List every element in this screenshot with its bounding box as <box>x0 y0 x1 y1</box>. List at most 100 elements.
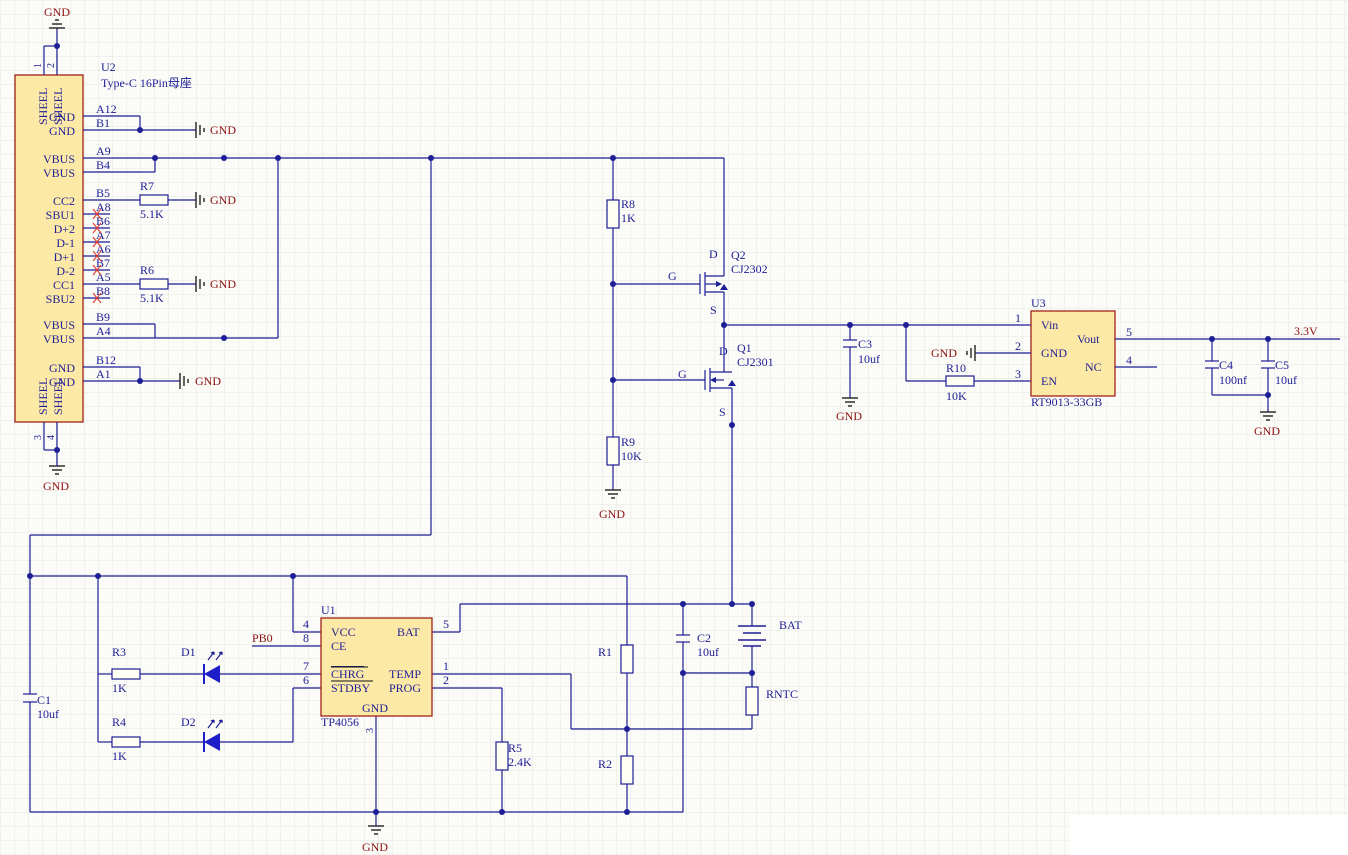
rntc-thermistor[interactable]: RNTC <box>745 686 798 716</box>
c3-capacitor[interactable]: C3 10uf <box>843 337 880 366</box>
u2-pin-name: GND <box>49 361 75 375</box>
gnd-symbol-u3: GND <box>931 344 976 362</box>
r2-ref: R2 <box>598 757 612 771</box>
r10-resistor[interactable]: R10 10K <box>945 361 975 403</box>
r2-resistor[interactable]: R2 <box>598 755 634 785</box>
r4-resistor[interactable]: R4 1K <box>111 715 141 763</box>
u2-pin-num: B9 <box>96 310 110 324</box>
q1-s-label: S <box>719 405 726 419</box>
d2-led[interactable]: D2 <box>181 715 223 752</box>
u3-pin-name: Vout <box>1077 332 1100 346</box>
c2-capacitor[interactable]: C2 10uf <box>676 631 719 659</box>
u2-pin-name: SBU1 <box>46 208 75 222</box>
c1-capacitor[interactable]: C1 10uf <box>23 693 59 721</box>
gnd-symbol-u2-b1: GND <box>195 121 236 139</box>
r8-resistor[interactable]: R8 1K <box>606 197 636 229</box>
u3-value: RT9013-33GB <box>1031 395 1102 409</box>
c1-ref: C1 <box>37 693 51 707</box>
r1-ref: R1 <box>598 645 612 659</box>
gnd-symbol-r7: GND <box>195 191 236 209</box>
c3-value: 10uf <box>858 352 880 366</box>
u3-pin-num: 4 <box>1126 353 1132 367</box>
u3-pin-name: Vin <box>1041 318 1058 332</box>
u2-pin-num: A9 <box>96 144 111 158</box>
u1-pin-num: 1 <box>443 659 449 673</box>
q1-g-label: G <box>678 367 687 381</box>
u2-pin-name: GND <box>49 375 75 389</box>
u1-ref: U1 <box>321 603 336 617</box>
rntc-ref: RNTC <box>766 687 798 701</box>
r6-resistor[interactable]: R6 5.1K <box>139 263 196 305</box>
u3-pin-name: GND <box>1041 346 1067 360</box>
u2-pin-name: SBU2 <box>46 292 75 306</box>
gnd-symbol-u2-bottom: GND <box>43 458 69 493</box>
u2-pin-name: VBUS <box>43 332 75 346</box>
net-label-3v3: 3.3V <box>1294 324 1318 338</box>
r3-resistor[interactable]: R3 1K <box>111 645 141 695</box>
u2-connector[interactable]: U2 Type-C 16Pin母座 SHEEL SHEEL SHEEL SHEE… <box>14 28 224 458</box>
u1-pin-num: 6 <box>303 673 309 687</box>
u2-body <box>14 74 84 423</box>
svg-text:GND: GND <box>1254 424 1280 438</box>
r7-resistor[interactable]: R7 5.1K <box>139 179 196 221</box>
c2-value: 10uf <box>697 645 719 659</box>
r7-ref: R7 <box>140 179 154 193</box>
q2-mosfet[interactable]: D G S Q2 CJ2302 <box>668 247 768 325</box>
c3-ref: C3 <box>858 337 872 351</box>
svg-text:GND: GND <box>210 123 236 137</box>
u1-pin-name: CE <box>331 639 346 653</box>
r5-value: 2.4K <box>508 755 532 769</box>
u2-pin-name: CC1 <box>53 278 75 292</box>
gnd-symbol-c3: GND <box>836 397 862 423</box>
no-connect-marks <box>92 208 102 304</box>
vbus-net <box>29 157 725 812</box>
u1-pin-num: 2 <box>443 673 449 687</box>
u2-pin-name: GND <box>49 124 75 138</box>
u3-pin-name: NC <box>1085 360 1102 374</box>
d1-ref: D1 <box>181 645 196 659</box>
c4-value: 100nf <box>1219 373 1247 387</box>
u2-desc: Type-C 16Pin母座 <box>101 75 192 90</box>
u1-tp4056[interactable]: U1 TP4056 VCC CE CHRG STDBY BAT TEMP PRO… <box>303 603 449 733</box>
r1-resistor[interactable]: R1 <box>598 644 634 674</box>
q2-d-label: D <box>709 247 718 261</box>
u1-pin-name: TEMP <box>389 667 421 681</box>
battery[interactable]: BAT <box>738 618 802 647</box>
gnd-symbol-u2-a1: GND <box>179 372 221 390</box>
u2-pin-leads <box>83 115 224 382</box>
c2-ref: C2 <box>697 631 711 645</box>
c5-ref: C5 <box>1275 358 1289 372</box>
gnd-symbol-c5: GND <box>1254 411 1280 438</box>
r9-ref: R9 <box>621 435 635 449</box>
u2-pin-num: B5 <box>96 186 110 200</box>
d2-ref: D2 <box>181 715 196 729</box>
u2-shell-pin-3: 3 <box>33 435 44 440</box>
svg-text:GND: GND <box>43 479 69 493</box>
u1-pin-name: PROG <box>389 681 421 695</box>
d1-led[interactable]: D1 <box>181 645 223 684</box>
r6-ref: R6 <box>140 263 154 277</box>
u3-ldo[interactable]: U3 RT9013-33GB Vin GND EN Vout NC 1 2 3 … <box>975 296 1340 409</box>
r5-resistor[interactable]: R5 2.4K <box>495 741 532 771</box>
c4-capacitor[interactable]: C4 100nf <box>1205 358 1247 387</box>
r10-value: 10K <box>946 389 967 403</box>
u2-pin-num: B4 <box>96 158 110 172</box>
u1-pin-name: BAT <box>397 625 420 639</box>
svg-text:GND: GND <box>195 374 221 388</box>
q2-ref: Q2 <box>731 248 746 262</box>
u2-shell-pin-2: 2 <box>46 63 57 68</box>
u1-pin-num: 7 <box>303 659 309 673</box>
u2-shell-pin-1: 1 <box>33 63 44 68</box>
r6-value: 5.1K <box>140 291 164 305</box>
u1-value: TP4056 <box>321 715 359 729</box>
q1-mosfet[interactable]: D G S Q1 CJ2301 <box>678 325 774 425</box>
u2-pin-name: VBUS <box>43 318 75 332</box>
r4-ref: R4 <box>112 715 126 729</box>
r9-resistor[interactable]: R9 10K <box>606 435 642 466</box>
c5-capacitor[interactable]: C5 10uf <box>1261 358 1297 387</box>
net-label-pb0: PB0 <box>252 631 273 645</box>
r9-value: 10K <box>621 449 642 463</box>
q2-value: CJ2302 <box>731 262 768 276</box>
r8-ref: R8 <box>621 197 635 211</box>
